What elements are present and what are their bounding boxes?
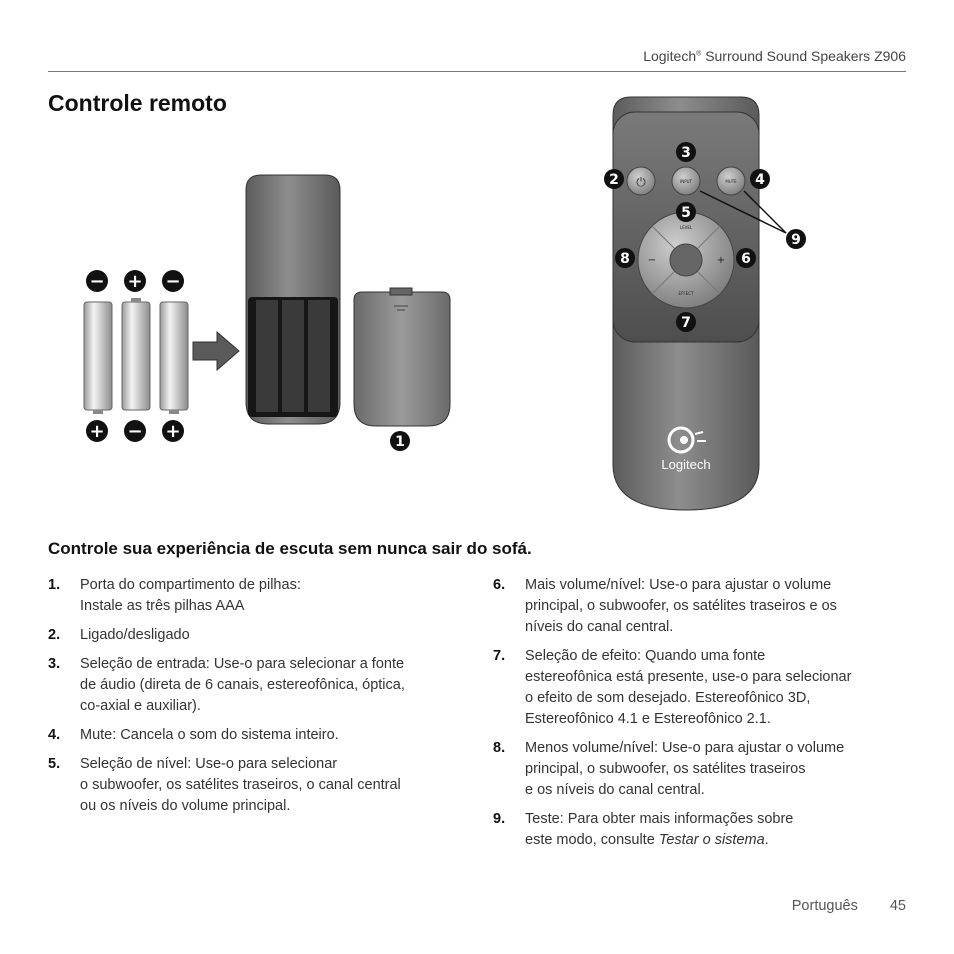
callout-6: 6 [741, 251, 751, 267]
item-number: 6. [493, 577, 506, 593]
header-product: Surround Sound Speakers Z906 [705, 48, 906, 64]
page-footer: Português 45 [792, 898, 906, 914]
plus-sign: + [89, 421, 104, 442]
list-item: 8. Menos volume/nível: Use-o para ajusta… [493, 738, 905, 801]
item-number: 2. [48, 627, 61, 643]
list-item: 6. Mais volume/nível: Use-o para ajustar… [493, 575, 905, 638]
remote-logo-text: Logitech [661, 457, 710, 472]
item-text: o efeito de som desejado. Estereofônico … [525, 690, 811, 706]
list-item: 5. Seleção de nível: Use-o para selecion… [48, 754, 468, 817]
item-text: Seleção de efeito: Quando uma fonte [525, 648, 766, 664]
item-number: 7. [493, 648, 506, 664]
item-text: Mute: Cancela o som do sistema inteiro. [80, 727, 339, 743]
plus-sign: + [165, 421, 180, 442]
item-number: 5. [48, 756, 61, 772]
minus-label: − [648, 255, 656, 266]
item-text: Ligado/desligado [80, 627, 190, 643]
item-text: este modo, consulte [525, 832, 659, 848]
header-brand: Logitech [643, 48, 697, 64]
item-text: e os níveis do canal central. [525, 782, 705, 798]
item-number: 9. [493, 811, 506, 827]
item-text: Menos volume/nível: Use-o para ajustar o… [525, 740, 845, 756]
list-item: 4. Mute: Cancela o som do sistema inteir… [48, 725, 468, 746]
item-text: ou os níveis do volume principal. [80, 798, 291, 814]
item-text: o subwoofer, os satélites traseiros, o c… [80, 777, 401, 793]
section-subtitle: Controle sua experiência de escuta sem n… [48, 539, 532, 558]
callout-9-leader-input [699, 190, 787, 234]
item-text: estereofônica está presente, use-o para … [525, 669, 852, 685]
header-rule [48, 71, 906, 72]
callout-4: 4 [755, 172, 765, 188]
item-text: Mais volume/nível: Use-o para ajustar o … [525, 577, 832, 593]
remote-illustration: − + − + − + 1 ⏻ INPUT MUTE [83, 96, 806, 511]
minus-sign: − [165, 271, 180, 292]
input-label: INPUT [680, 179, 693, 184]
item-text: co-axial e auxiliar). [80, 698, 201, 714]
item-text: Porta do compartimento de pilhas: [80, 577, 301, 593]
item-number: 4. [48, 727, 61, 743]
callout-1: 1 [395, 434, 405, 450]
item-text: níveis do canal central. [525, 619, 674, 635]
dpad-center [669, 243, 703, 277]
battery-top-signs: − + − [86, 270, 184, 292]
item-text: de áudio (direta de 6 canais, estereofôn… [80, 677, 405, 693]
page-number: 45 [889, 898, 906, 914]
power-icon: ⏻ [636, 175, 646, 189]
item-text: principal, o subwoofer, os satélites tra… [525, 761, 806, 777]
insert-arrow [192, 330, 240, 372]
item-number: 3. [48, 656, 61, 672]
power-button [626, 166, 656, 196]
right-column: 6. Mais volume/nível: Use-o para ajustar… [493, 575, 905, 859]
plus-sign: + [127, 271, 142, 292]
level-label: LEVEL [680, 225, 693, 230]
battery [159, 301, 189, 414]
callout-2: 2 [609, 172, 619, 188]
registered-mark: ® [696, 50, 702, 58]
callout-5: 5 [681, 205, 691, 221]
remote-back-open [245, 174, 341, 425]
batteries [83, 298, 189, 414]
minus-sign: − [89, 271, 104, 292]
mute-label: MUTE [725, 179, 737, 184]
callout-9-leader-mute [743, 190, 787, 234]
remote-front: ⏻ INPUT MUTE LEVEL EFFECT − + Logitech [612, 96, 760, 511]
list-item: 9. Teste: Para obter mais informações so… [493, 809, 905, 851]
item-text: Estereofônico 4.1 e Estereofônico 2.1. [525, 711, 771, 727]
item-text: Teste: Para obter mais informações sobre [525, 811, 794, 827]
item-number: 1. [48, 577, 61, 593]
callouts: 2 3 4 5 6 7 8 9 [604, 142, 806, 332]
list-item: 2. Ligado/desligado [48, 625, 468, 646]
left-column: 1. Porta do compartimento de pilhas: Inst… [48, 575, 468, 825]
mute-button [716, 166, 746, 196]
battery-cover [353, 287, 451, 427]
item-text: Instale as três pilhas AAA [80, 598, 245, 614]
effect-label: EFFECT [679, 291, 694, 296]
minus-sign: − [127, 421, 142, 442]
cross-reference: Testar o sistema [658, 832, 765, 848]
list-item: 1. Porta do compartimento de pilhas: Inst… [48, 575, 468, 617]
list-item: 3. Seleção de entrada: Use-o para seleci… [48, 654, 468, 717]
callout-8: 8 [620, 251, 630, 267]
input-button [671, 166, 701, 196]
footer-language: Português [791, 898, 858, 914]
plus-label: + [717, 255, 725, 266]
item-text: Seleção de nível: Use-o para selecionar [80, 756, 338, 772]
item-text: . [764, 832, 769, 848]
battery [121, 298, 151, 411]
callout-7: 7 [681, 315, 691, 331]
page-title: Controle remoto [48, 90, 227, 116]
running-header: Logitech® Surround Sound Speakers Z906 [643, 48, 906, 64]
battery [83, 301, 113, 414]
callout-3: 3 [681, 145, 691, 161]
callout-9: 9 [791, 232, 801, 248]
logitech-logo-icon [667, 426, 706, 454]
item-text: Seleção de entrada: Use-o para seleciona… [80, 656, 405, 672]
list-item: 7. Seleção de efeito: Quando uma fonte es… [493, 646, 905, 730]
item-number: 8. [493, 740, 506, 756]
battery-bottom-signs: + − + [86, 420, 184, 442]
item-text: principal, o subwoofer, os satélites tra… [525, 598, 837, 614]
